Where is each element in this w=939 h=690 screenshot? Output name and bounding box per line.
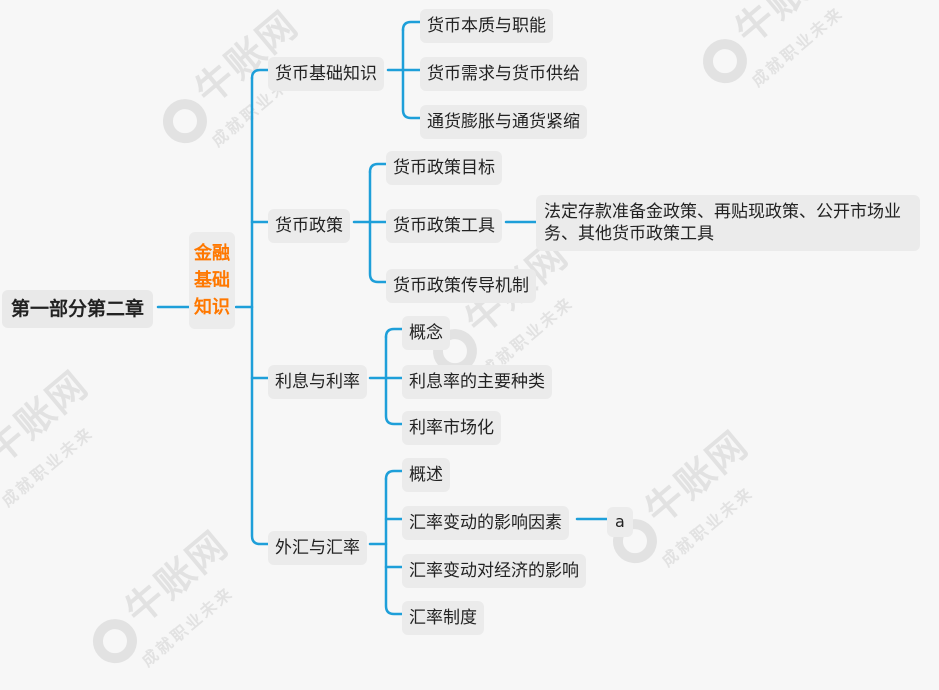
leaf-node[interactable]: 概念 [402, 316, 450, 350]
leaf-node[interactable]: 汇率变动的影响因素 [402, 506, 569, 540]
leaf-label: 汇率制度 [409, 608, 477, 628]
leaf-node[interactable]: 货币需求与货币供给 [420, 57, 587, 91]
main-topic-node[interactable]: 金融基础知识 [189, 232, 235, 329]
main-topic-label: 金融基础知识 [194, 243, 230, 318]
root-label: 第一部分第二章 [11, 298, 145, 320]
leaf-node[interactable]: 利率市场化 [402, 411, 501, 445]
leaf-label: 货币政策目标 [393, 158, 495, 178]
leaf-label: 汇率变动对经济的影响 [409, 561, 579, 581]
detail-label: a [615, 512, 625, 531]
branch-label: 货币政策 [275, 216, 343, 236]
leaf-node[interactable]: 通货膨胀与通货紧缩 [420, 105, 587, 139]
leaf-label: 货币需求与货币供给 [427, 64, 580, 84]
leaf-node[interactable]: 货币政策目标 [386, 151, 502, 185]
leaf-node[interactable]: 货币政策传导机制 [386, 269, 536, 303]
branch-node-monetary-policy[interactable]: 货币政策 [268, 209, 350, 243]
leaf-label: 概述 [409, 465, 443, 485]
branch-node-interest-rate[interactable]: 利息与利率 [268, 365, 367, 399]
leaf-label: 货币政策传导机制 [393, 276, 529, 296]
leaf-label: 货币本质与职能 [427, 16, 546, 36]
leaf-label: 汇率变动的影响因素 [409, 513, 562, 533]
detail-node-a[interactable]: a [607, 507, 633, 537]
leaf-label: 利息率的主要种类 [409, 372, 545, 392]
leaf-node[interactable]: 货币政策工具 [386, 209, 502, 243]
leaf-node[interactable]: 利息率的主要种类 [402, 365, 552, 399]
leaf-label: 通货膨胀与通货紧缩 [427, 112, 580, 132]
branch-label: 外汇与汇率 [275, 538, 360, 558]
connector-lines [156, 20, 609, 616]
branch-label: 利息与利率 [275, 372, 360, 392]
leaf-node[interactable]: 货币本质与职能 [420, 9, 553, 43]
leaf-node[interactable]: 汇率变动对经济的影响 [402, 554, 586, 588]
leaf-label: 概念 [409, 323, 443, 343]
leaf-label: 货币政策工具 [393, 216, 495, 236]
detail-node-policy-tools[interactable]: 法定存款准备金政策、再贴现政策、公开市场业务、其他货币政策工具 [536, 195, 920, 251]
branch-node-currency-basics[interactable]: 货币基础知识 [268, 57, 384, 91]
detail-label: 法定存款准备金政策、再贴现政策、公开市场业务、其他货币政策工具 [544, 202, 901, 244]
root-node[interactable]: 第一部分第二章 [2, 290, 154, 328]
branch-node-forex[interactable]: 外汇与汇率 [268, 531, 367, 565]
leaf-label: 利率市场化 [409, 418, 494, 438]
leaf-node[interactable]: 汇率制度 [402, 601, 484, 635]
branch-label: 货币基础知识 [275, 64, 377, 84]
leaf-node[interactable]: 概述 [402, 458, 450, 492]
